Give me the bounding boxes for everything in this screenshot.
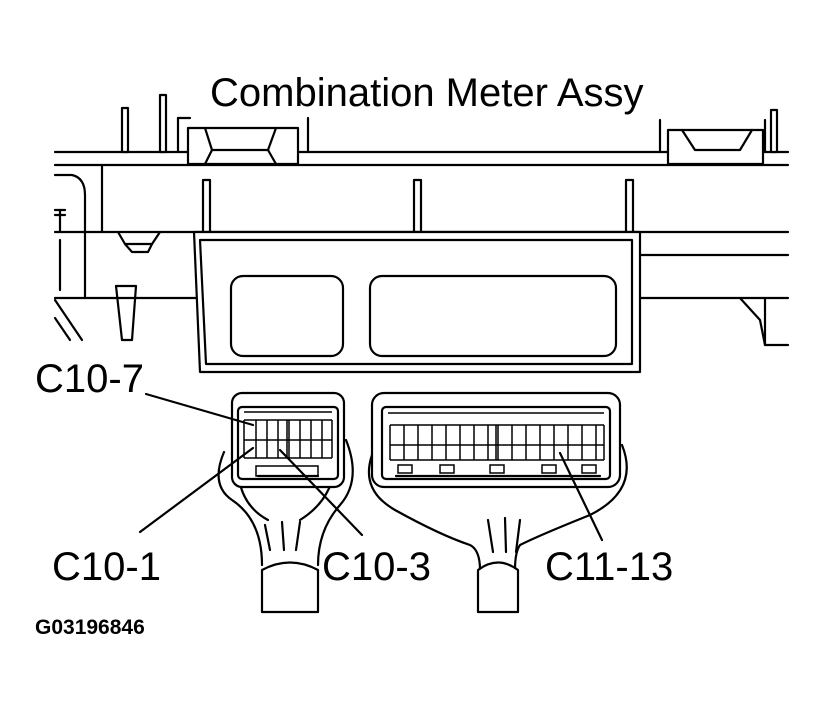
- diagram-title: Combination Meter Assy: [210, 71, 644, 115]
- leader-c10-1: [138, 446, 255, 534]
- callout-c10-1: C10-1: [52, 545, 161, 589]
- callout-leaders: [138, 392, 604, 542]
- connector-c11: [367, 391, 628, 614]
- meter-housing: [53, 93, 790, 347]
- figure-id: G03196846: [35, 616, 145, 639]
- callout-c11-13: C11-13: [545, 545, 673, 589]
- connector-c10: [217, 391, 354, 614]
- leader-c10-3: [278, 448, 364, 537]
- callout-c10-3: C10-3: [322, 545, 431, 589]
- callout-c10-7: C10-7: [35, 357, 144, 401]
- leader-c11-13: [558, 451, 604, 542]
- meter-connector-housing: [192, 230, 642, 374]
- leader-c10-7: [144, 392, 255, 427]
